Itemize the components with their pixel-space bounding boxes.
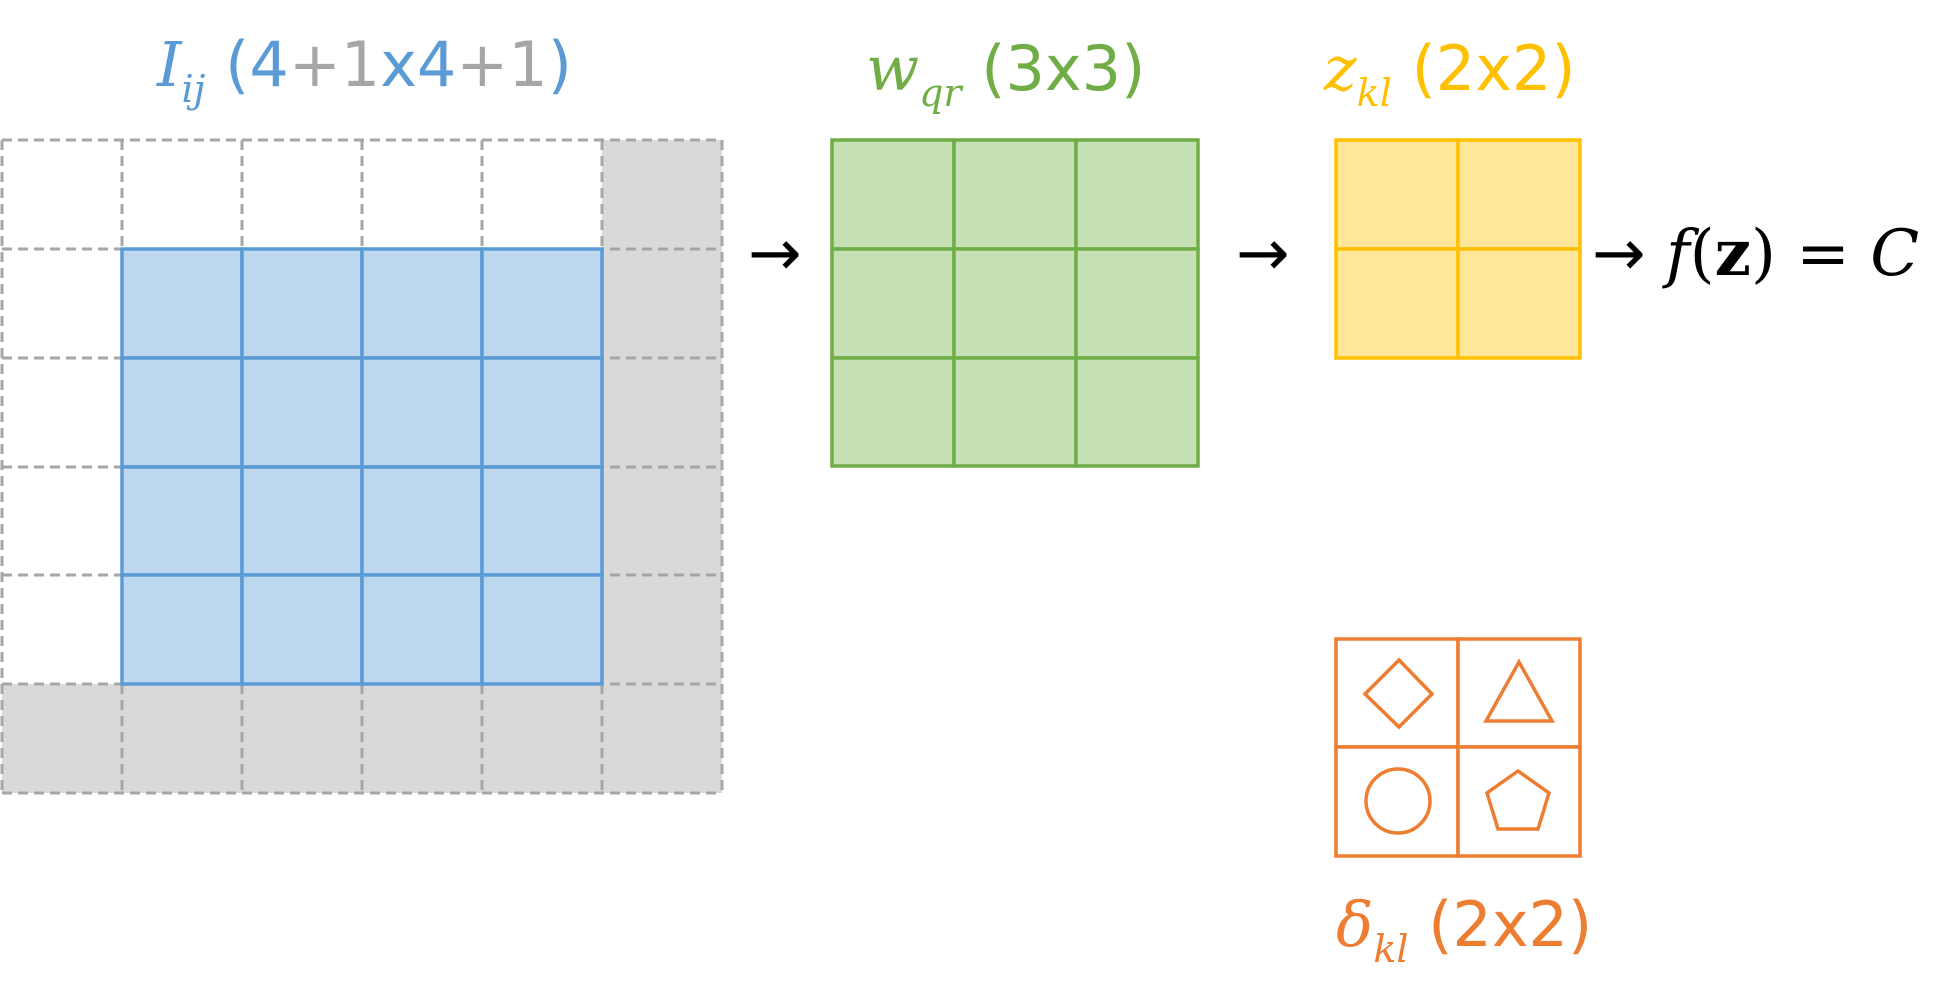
eq-arg: z	[1714, 216, 1751, 291]
eq-func: f	[1665, 217, 1690, 291]
loss-equation: → f(z) = C	[1592, 222, 1919, 287]
triangle-icon	[1483, 658, 1555, 723]
output-label: zkl (2x2)	[1324, 38, 1576, 113]
input-size-main2: 4	[416, 28, 457, 101]
arrow-output-to-loss: →	[1592, 217, 1646, 291]
input-size-open: (	[225, 28, 250, 101]
padding-bottom-row	[2, 684, 602, 793]
delta-symbol: δ	[1336, 888, 1374, 961]
output-size: (2x2)	[1411, 32, 1576, 105]
eq-close: )	[1750, 217, 1776, 291]
eq-open: (	[1689, 217, 1715, 291]
output-grid	[1334, 138, 1582, 360]
input-label: Iij (4+1x4+1)	[157, 34, 572, 109]
output-symbol: z	[1324, 32, 1357, 105]
eq-result: C	[1870, 217, 1920, 291]
input-grid	[0, 138, 724, 795]
input-size-x: x	[380, 28, 417, 101]
kernel-size: (3x3)	[981, 32, 1146, 105]
input-size-close: )	[547, 28, 572, 101]
input-size-pad1: +1	[288, 28, 381, 101]
output-subscript: kl	[1356, 71, 1392, 115]
pentagon-icon	[1484, 768, 1552, 831]
input-core-cells	[120, 247, 604, 686]
diamond-icon	[1362, 657, 1435, 730]
delta-label: δkl (2x2)	[1336, 894, 1592, 969]
input-subscript: ij	[181, 67, 206, 111]
arrow-input-to-kernel: →	[748, 217, 802, 291]
input-size-pad2: +1	[456, 28, 548, 101]
kernel-label: wqr (3x3)	[866, 38, 1145, 113]
delta-shapes	[1362, 657, 1555, 835]
kernel-subscript: qr	[919, 71, 962, 115]
input-size-main1: 4	[249, 28, 289, 101]
kernel-symbol: w	[866, 32, 920, 105]
delta-size: (2x2)	[1428, 888, 1593, 961]
input-padding-cells	[2, 140, 722, 793]
circle-icon	[1364, 767, 1432, 835]
delta-subscript: kl	[1373, 927, 1409, 971]
input-symbol: I	[157, 28, 182, 101]
kernel-grid	[830, 138, 1200, 468]
delta-grid	[1334, 637, 1582, 858]
eq-equals: =	[1775, 217, 1871, 291]
arrow-kernel-to-output: →	[1236, 217, 1290, 291]
